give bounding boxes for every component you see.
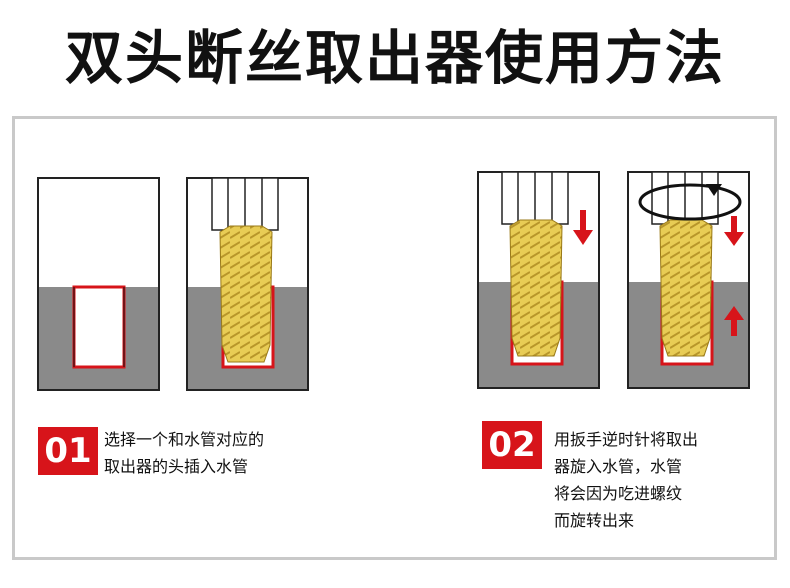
step-02-badge: 02 <box>482 421 542 469</box>
panel-2-extractor-inserted <box>186 177 309 391</box>
panel-3-press-down <box>477 171 600 389</box>
rotate-ccw-icon <box>638 183 742 221</box>
step-02-text: 用扳手逆时针将取出 器旋入水管，水管 将会因为吃进螺纹 而旋转出来 <box>554 430 699 530</box>
step-01-text: 选择一个和水管对应的 取出器的头插入水管 <box>104 430 265 476</box>
panel-1-pipe <box>37 177 160 391</box>
step-01-badge: 01 <box>38 427 98 475</box>
up-arrow-icon <box>724 306 744 336</box>
page-title: 双头断丝取出器使用方法 <box>64 24 725 92</box>
down-arrow-icon <box>724 216 744 246</box>
down-arrow-icon <box>573 210 593 245</box>
panel-4-rotate-out <box>627 171 750 389</box>
